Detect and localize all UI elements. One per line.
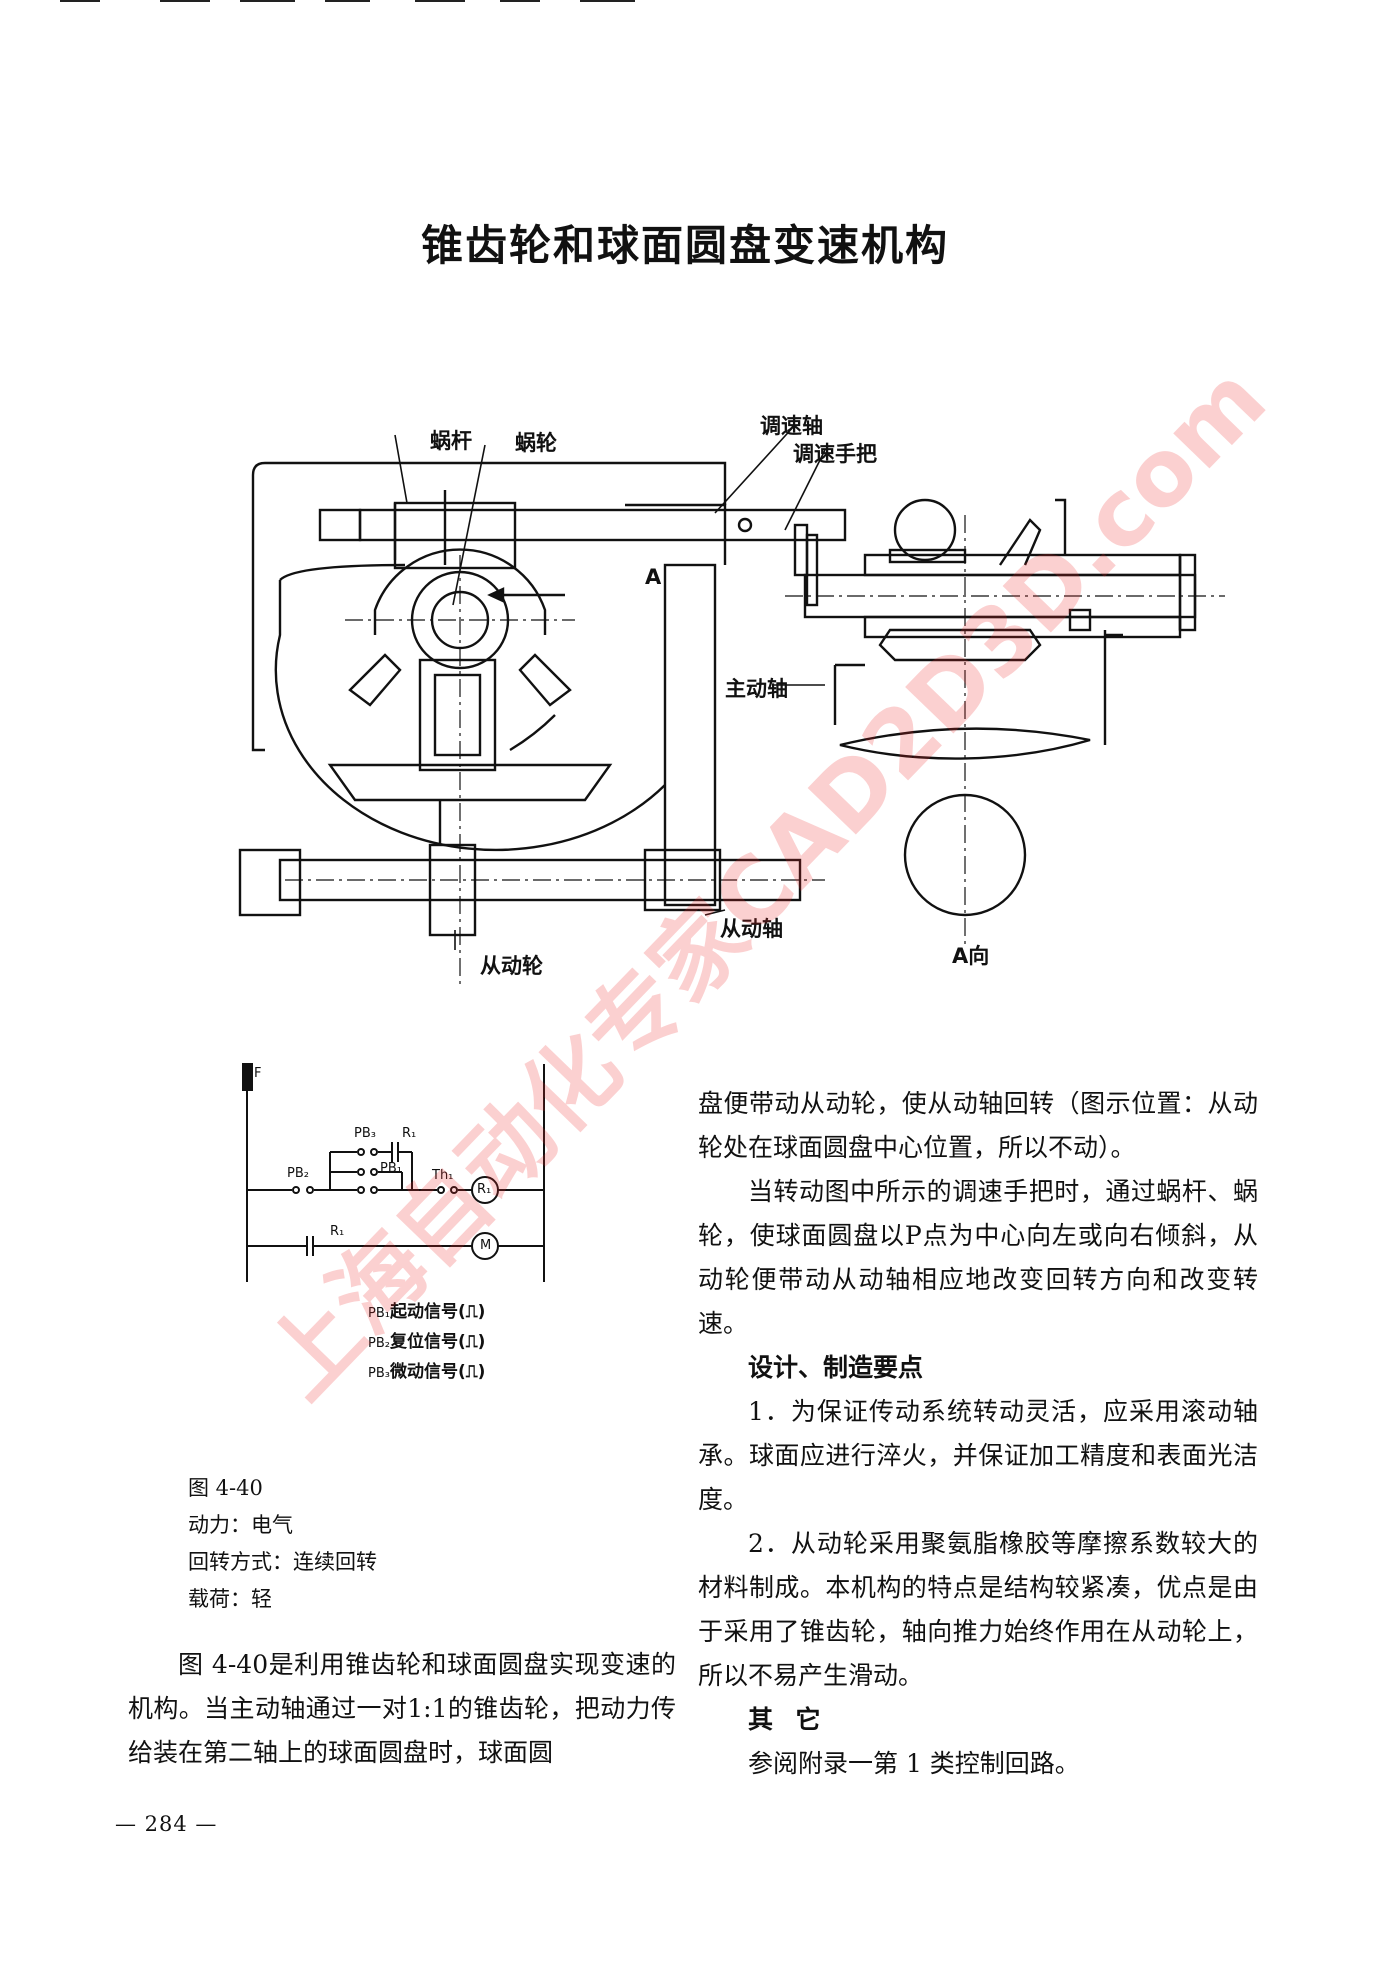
- legend-item: PB₂复位信号(⎍): [368, 1332, 486, 1352]
- page-number: — 284 —: [115, 1812, 218, 1836]
- label-speed-handle: 调速手把: [793, 442, 877, 466]
- frame-outline: [251, 461, 727, 752]
- intro-paragraph: 图 4-40是利用锥齿轮和球面圆盘实现变速的机构。当主动轴通过一对1:1的锥齿轮…: [128, 1650, 676, 1767]
- mechanism-drawing: [238, 424, 1225, 985]
- label-relay: R₁: [477, 1182, 492, 1197]
- figure-load: 载荷：轻: [188, 1587, 272, 1611]
- driven-shaft: [278, 858, 802, 902]
- view-a-handle-knob: [893, 498, 957, 562]
- handle-paragraph: 当转动图中所示的调速手把时，通过蜗杆、蜗轮，使球面圆盘以P点为中心向左或向右倾斜…: [698, 1177, 1258, 1338]
- other-heading: 其它: [748, 1705, 844, 1734]
- design-point-1: 1．为保证传动系统转动灵活，应采用滚动轴承。球面应进行淬火，并保证加工精度和表面…: [698, 1397, 1258, 1514]
- control-circuit-drawing: [242, 1063, 545, 1282]
- design-point-2: 2．从动轮采用聚氨脂橡胶等摩擦系数较大的材料制成。本机构的特点是结构较紧凑，优点…: [698, 1529, 1258, 1690]
- driven-wheel: [428, 843, 477, 937]
- view-a-ball-disc: [839, 727, 1091, 760]
- label-r1-top: R₁: [402, 1126, 417, 1141]
- circuit-legend: PB₁起动信号(⎍) PB₂复位信号(⎍) PB₃微动信号(⎍): [368, 1298, 485, 1388]
- page-title: 锥齿轮和球面圆盘变速机构: [420, 221, 949, 270]
- figure-rotation: 回转方式：连续回转: [188, 1550, 377, 1574]
- fuse-icon: [242, 1063, 253, 1091]
- control-circuit-figure: F PB₃ R₁ PB₂ PB₁ Th₁ R₁ R₁ M: [232, 1062, 562, 1387]
- label-arrow-a: A: [645, 565, 662, 589]
- label-driving-shaft: 主动轴: [725, 677, 788, 701]
- label-driven-shaft: 从动轴: [720, 917, 783, 941]
- label-speed-shaft: 调速轴: [760, 414, 823, 438]
- figure-power: 动力：电气: [188, 1513, 293, 1537]
- text-column-right: 盘便带动从动轮，使从动轴回转（图示位置：从动轮处在球面圆盘中心位置，所以不动）。…: [698, 1082, 1258, 1786]
- bevel-gear-left: [348, 653, 402, 707]
- center-gear-block: [418, 658, 497, 772]
- bevel-gear-right: [518, 653, 572, 707]
- legend-item: PB₁起动信号(⎍): [368, 1302, 486, 1322]
- label-driven-wheel: 从动轮: [480, 954, 543, 978]
- figure-number: 图 4-40: [188, 1476, 263, 1500]
- worm-shaft: [358, 508, 847, 542]
- page-top-rule: [60, 0, 660, 6]
- legend-item: PB₃微动信号(⎍): [368, 1362, 486, 1382]
- label-fuse: F: [254, 1066, 262, 1081]
- other-paragraph: 参阅附录一第 1 类控制回路。: [748, 1749, 1080, 1778]
- label-motor: M: [480, 1238, 492, 1253]
- design-heading: 设计、制造要点: [748, 1353, 924, 1382]
- mechanism-figure: 蜗杆 蜗轮 调速轴 调速手把 A 主动轴 从动轮 从动轴 A向: [225, 405, 1270, 985]
- view-a-bevel: [878, 628, 1042, 662]
- label-r1-contact: R₁: [330, 1224, 345, 1239]
- label-worm-wheel: 蜗轮: [515, 431, 557, 455]
- continued-paragraph: 盘便带动从动轮，使从动轴回转（图示位置：从动轮处在球面圆盘中心位置，所以不动）。: [698, 1089, 1258, 1162]
- text-column-left: 图 4-40是利用锥齿轮和球面圆盘实现变速的机构。当主动轴通过一对1:1的锥齿轮…: [128, 1643, 676, 1775]
- label-view-a: A向: [952, 944, 990, 968]
- ball-disc-housing: [274, 580, 666, 852]
- label-th1: Th₁: [432, 1168, 454, 1183]
- figure-meta: 图 4-40 动力：电气 回转方式：连续回转 载荷：轻: [188, 1470, 377, 1618]
- column: [663, 563, 717, 907]
- label-worm: 蜗杆: [430, 429, 472, 453]
- label-pb1: PB₁: [380, 1161, 402, 1176]
- label-pb3: PB₃: [354, 1126, 376, 1141]
- label-pb2: PB₂: [287, 1166, 309, 1181]
